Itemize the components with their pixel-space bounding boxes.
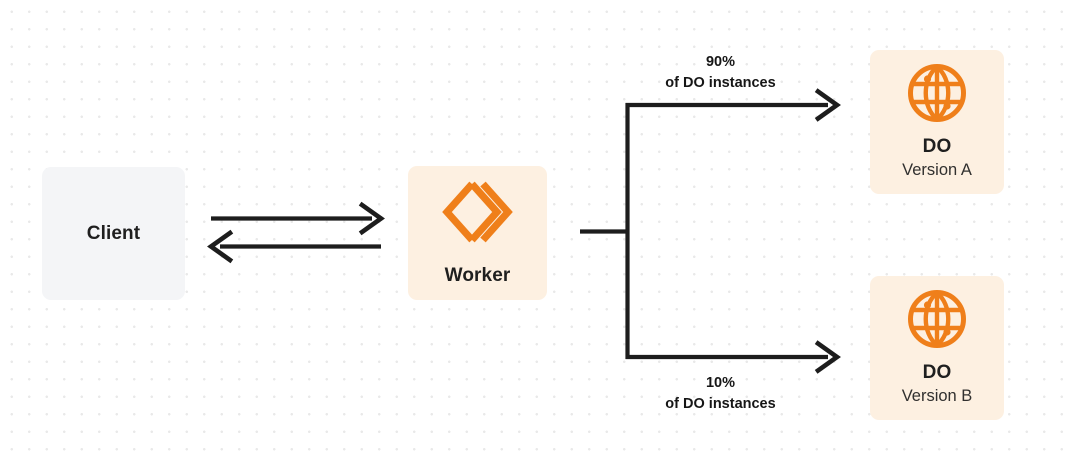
- arrow-worker-to-do-a: [625, 88, 841, 122]
- edge-label-do-b-percent: 10%: [705, 375, 736, 391]
- node-do-a-title: DO: [922, 136, 952, 158]
- node-do-version-a[interactable]: DO Version A: [870, 50, 1004, 194]
- node-do-b-title: DO: [922, 362, 952, 384]
- node-do-b-version: Version B: [901, 387, 973, 406]
- durable-object-globe-icon: [906, 288, 968, 350]
- edge-label-do-a: 90% of DO instances: [608, 52, 833, 94]
- edge-label-do-b-description: of DO instances: [665, 396, 776, 413]
- node-client[interactable]: Client: [42, 167, 185, 300]
- edge-label-do-a-description: of DO instances: [665, 75, 776, 92]
- edge-label-do-b: 10% of DO instances: [608, 373, 833, 415]
- node-client-label: Client: [86, 222, 141, 244]
- cloudflare-workers-icon: [441, 179, 514, 245]
- arrow-client-to-worker: [211, 201, 385, 236]
- arrow-worker-to-do-b: [625, 340, 841, 374]
- node-do-version-b[interactable]: DO Version B: [870, 276, 1004, 420]
- arrow-worker-to-client: [207, 229, 381, 264]
- node-worker-label: Worker: [444, 265, 511, 287]
- durable-object-globe-icon: [906, 62, 968, 124]
- node-do-a-version: Version A: [902, 161, 972, 180]
- node-worker[interactable]: Worker: [408, 166, 547, 300]
- edge-label-do-a-percent: 90%: [705, 54, 736, 70]
